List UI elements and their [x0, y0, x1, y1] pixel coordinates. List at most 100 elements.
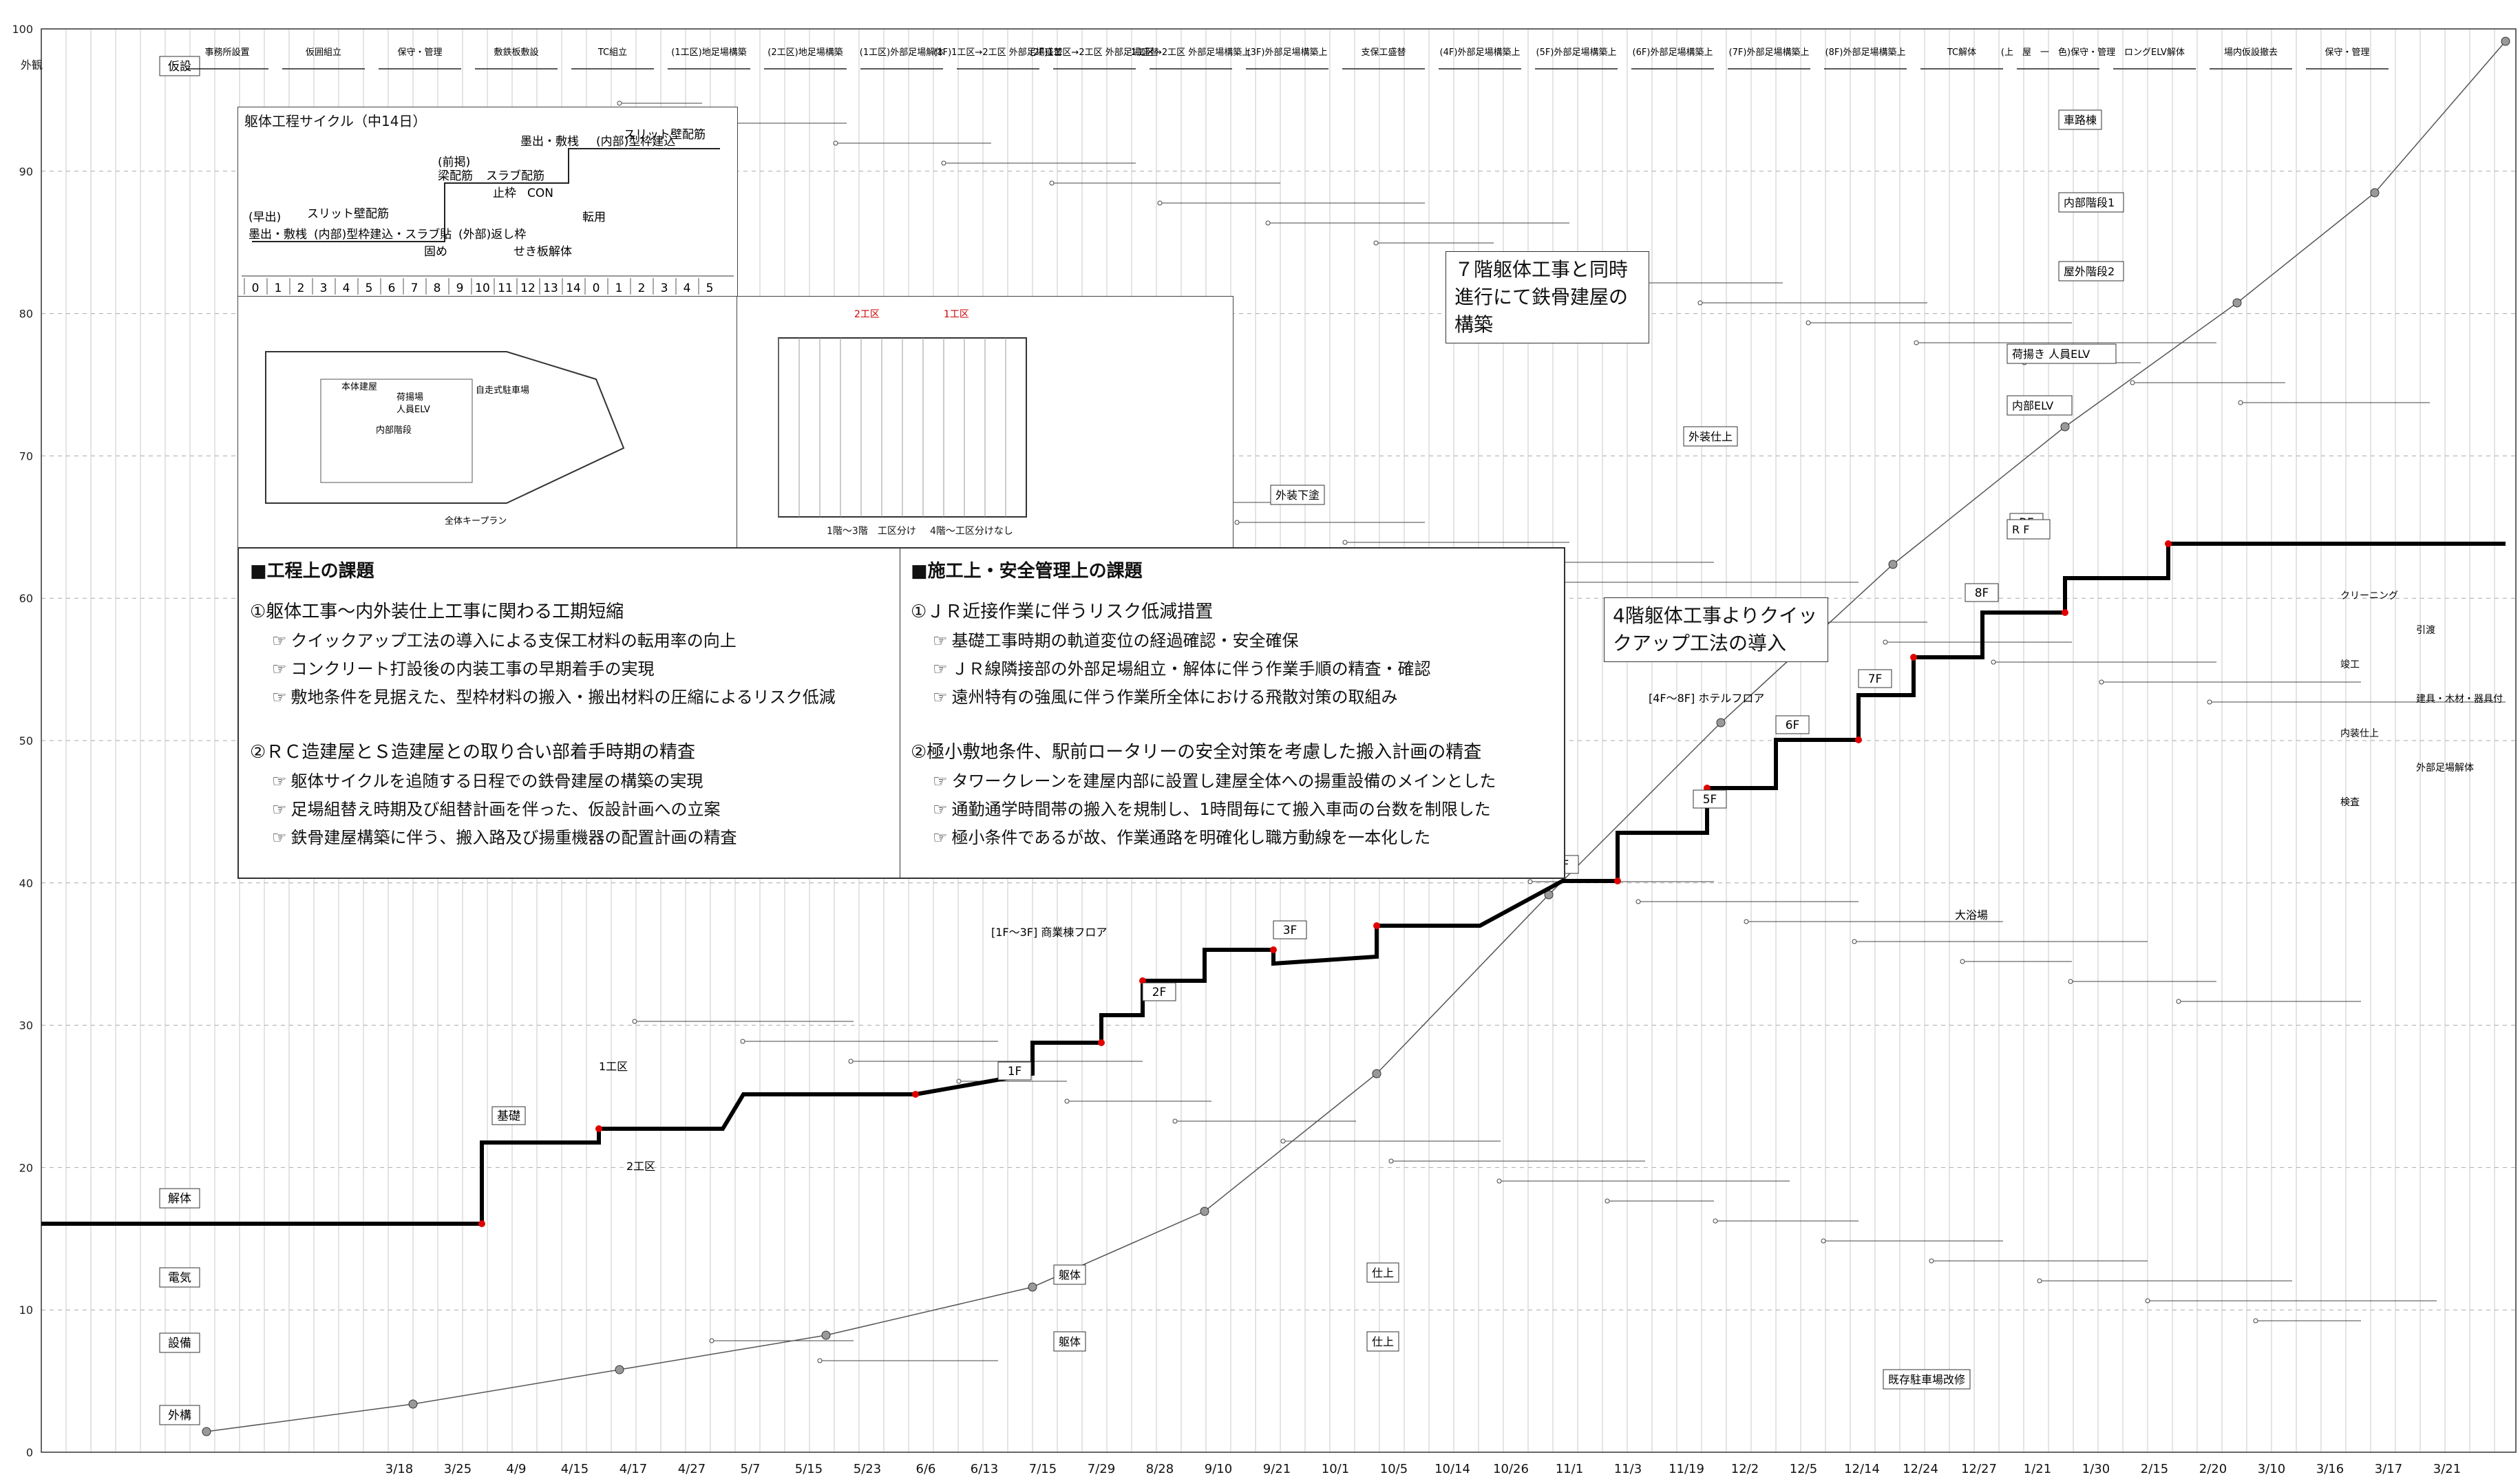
milestone-label: (1工区)地足場構築: [671, 47, 746, 58]
y-tick-label: 0: [26, 1446, 33, 1459]
cycle-day-label: 7: [411, 281, 419, 295]
x-date-label: 7/29: [1088, 1462, 1115, 1476]
issue-item: 通勤通学時間帯の搬入を規制し、1時間毎にて搬入車両の台数を制限した: [933, 796, 1564, 820]
finish-label: 外部足場解体: [2416, 763, 2474, 774]
issue-section-title: ②極小敷地条件、駅前ロータリーの安全対策を考慮した搬入計画の精査: [911, 742, 1482, 763]
task-node: [2130, 380, 2135, 385]
x-date-label: 10/1: [1322, 1462, 1349, 1476]
cycle-activity-label: (前掲): [438, 156, 470, 169]
x-date-label: 12/5: [1790, 1462, 1817, 1476]
plot-frame: [41, 28, 2517, 1453]
cycle-day-label: 9: [456, 281, 464, 295]
task-node: [1234, 520, 1240, 525]
x-date-label: 7/15: [1029, 1462, 1057, 1476]
issue-item: 基礎工事時期の軌道変位の経過確認・安全確保: [933, 627, 1564, 651]
right-tag-box: [2058, 192, 2124, 213]
x-date-label: 3/16: [2316, 1462, 2344, 1476]
y-tick-label: 10: [19, 1304, 33, 1317]
floor-tags: 基礎1F2F3F4F5F6F7F8FRF1工区2工区[4F〜8F] ホテルフロア…: [491, 109, 2503, 1390]
floor-tag-box: [997, 1061, 1032, 1081]
issue-item: 鉄骨建屋構築に伴う、搬入路及び揚重機器の配置計画の精査: [272, 824, 900, 848]
floor-tag-label: 1F: [1008, 1065, 1022, 1078]
task-node: [1991, 659, 1996, 665]
zone-tag-label: [4F〜8F] ホテルフロア: [1649, 692, 1764, 705]
cycle-day-label: 11: [498, 281, 513, 295]
cycle-day-label: 0: [593, 281, 600, 295]
milestone-label: 仮囲組立: [306, 47, 341, 58]
plan-left-label: 本体建屋: [341, 382, 377, 392]
floor-tag-label: 2F: [1152, 986, 1167, 999]
x-date-label: 3/21: [2433, 1462, 2461, 1476]
x-date-label: 6/13: [971, 1462, 998, 1476]
building-outline: [265, 351, 625, 504]
milestone-label: 支保工盛替: [1361, 47, 1406, 58]
floor-tag-label: 3F: [1283, 924, 1298, 937]
safety-issues-heading: ■施工上・安全管理上の課題: [911, 561, 1143, 582]
x-date-label: 12/2: [1731, 1462, 1759, 1476]
s-curve-point: [2232, 298, 2242, 308]
milestone-label: 保守・管理: [397, 47, 442, 58]
x-date-label: 3/17: [2375, 1462, 2402, 1476]
zone-tag-label: [1F〜3F] 商業棟フロア: [991, 926, 1107, 939]
x-date-label: 9/21: [1263, 1462, 1291, 1476]
milestone-label: 保守・管理: [2325, 47, 2369, 58]
right-tag-label: 車路棟: [2064, 114, 2097, 127]
floor-tag-box: [1693, 789, 1727, 809]
cycle-activity-label: 固め: [424, 245, 447, 259]
task-node: [1527, 879, 1533, 884]
right-tag-box: [2058, 109, 2102, 130]
task-node: [941, 160, 946, 166]
cycle-activity-label: (内部)型枠建込・スラブ貼: [314, 227, 452, 242]
milestone-label: 場内仮設撤去: [2224, 47, 2278, 58]
x-date-label: 5/15: [795, 1462, 823, 1476]
milestone-label: (3F)外部足場構築上: [1247, 47, 1328, 58]
s-curve-point: [615, 1365, 624, 1374]
milestone-label: ロングELV解体: [2124, 47, 2185, 58]
task-node: [1914, 340, 1919, 346]
schedule-issues: ■工程上の課題 ①躯体工事〜内外装仕上工事に関わる工期短縮 クイックアップ工法の…: [239, 549, 900, 878]
s-curve-point: [2060, 422, 2070, 432]
zone-tag-label: 2工区: [626, 1160, 655, 1173]
cycle-day-label: 5: [366, 281, 373, 295]
y-axis-label: 外観: [21, 59, 43, 72]
x-date-label: 12/24: [1903, 1462, 1938, 1476]
s-curve-point: [1028, 1282, 1037, 1292]
floor-tag-box: [1142, 982, 1176, 1001]
right-tag-label: 外装下塗: [1275, 489, 1320, 502]
x-date-label: 12/27: [1961, 1462, 1997, 1476]
floor-tag-box: [1965, 583, 1999, 602]
x-date-label: 8/28: [1146, 1462, 1174, 1476]
issue-item: 躯体サイクルを追随する日程での鉄骨建屋の構築の実現: [272, 767, 900, 791]
y-tick-label: 30: [19, 1019, 33, 1032]
x-date-label: 1/30: [2082, 1462, 2110, 1476]
concrete-pour-marker: [1855, 736, 1862, 743]
y-tick-label: 70: [19, 449, 33, 463]
bottom-tag-label: 躯体: [1059, 1335, 1081, 1348]
plan-right-label: 2工区: [854, 309, 880, 320]
concrete-pour-marker: [2165, 540, 2172, 547]
task-node: [1172, 1118, 1178, 1124]
y-tick-label: 40: [19, 877, 33, 890]
task-node: [1157, 200, 1163, 206]
bottom-tag-box: [1053, 1331, 1086, 1352]
milestone-label: TC解体: [1947, 47, 1976, 58]
task-node: [2068, 979, 2073, 984]
cycle-day-label: 1: [615, 281, 623, 295]
trade-tag-box: [159, 1332, 200, 1353]
x-date-label: 10/5: [1380, 1462, 1408, 1476]
cycle-activity-label: 墨出・敷桟: [248, 228, 307, 242]
concrete-pour-marker: [1098, 1039, 1105, 1046]
task-node: [956, 1078, 962, 1084]
cycle-activity-label: スラブ配筋: [486, 169, 544, 183]
issue-item: コンクリート打設後の内装工事の早期着手の実現: [272, 655, 900, 679]
callout-quickup-text: 4階躯体工事よりクイックアップ工法の導入: [1613, 604, 1818, 655]
s-curve-point: [1716, 718, 1726, 727]
concrete-pour-marker: [1614, 878, 1621, 884]
milestone-label: (2工区)地足場構築: [767, 47, 843, 58]
floor-tag-label: 5F: [1703, 793, 1717, 807]
cycle-activity-label: (外部)返し枠: [458, 228, 526, 242]
